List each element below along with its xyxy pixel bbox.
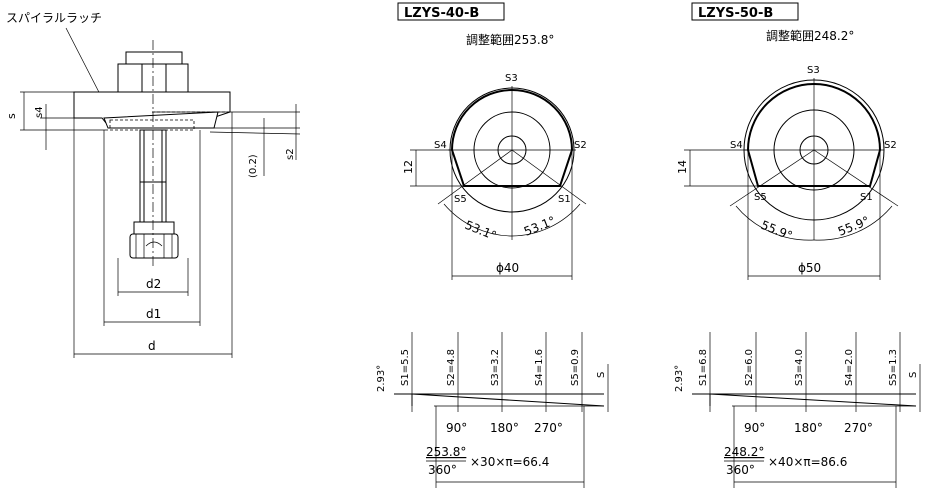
dim-s: s: [5, 113, 18, 119]
model-50-diagram: LZYS-50-B 調整範囲248.2° S3 S4 S2 S5 S1 14 5…: [676, 2, 899, 280]
angle-arc-left: [735, 205, 815, 241]
adjust-range: 調整範囲248.2°: [766, 28, 854, 43]
step-value: S5=1.3: [888, 349, 899, 386]
cam-profile: [746, 83, 882, 187]
label-s5: S5: [754, 192, 767, 203]
dim-s4: s4: [34, 106, 45, 118]
model-40-diagram: LZYS-40-B 調整範囲253.8° S3 S4 S2 S5 S1 12 5…: [397, 2, 587, 280]
nut-top: [125, 51, 183, 65]
dim-d2: d2: [146, 277, 161, 291]
slope-angle: 2.93°: [376, 365, 387, 392]
step-value: S2=6.0: [744, 349, 755, 386]
label-s5: S5: [454, 194, 467, 205]
dim-0-2: (0.2): [248, 154, 259, 178]
dim-d: d: [148, 339, 156, 353]
step-value: S1=5.5: [400, 349, 411, 386]
height-dim: 12: [402, 160, 415, 174]
label-s2: S2: [574, 140, 587, 151]
s-dim: S: [596, 372, 607, 378]
model-label: LZYS-50-B: [698, 6, 773, 21]
model-label-box: [691, 2, 799, 21]
angle-mark: 90°: [744, 421, 765, 435]
step-value: S1=6.8: [698, 349, 709, 386]
slope-angle: 2.93°: [674, 365, 685, 392]
callout-label: スパイラルラッチ: [6, 11, 102, 25]
bolt-head: [129, 233, 179, 259]
step-value: S2=4.8: [446, 349, 457, 386]
step-value: S4=1.6: [534, 349, 545, 386]
angle-right: 53.1°: [522, 214, 558, 239]
dim-s2: s2: [285, 148, 296, 160]
step-value: S3=4.0: [794, 349, 805, 386]
step-value: S3=3.2: [490, 349, 501, 386]
angle-mark: 180°: [490, 421, 519, 435]
rotation-arrow-icon: [145, 241, 163, 247]
dim-d1: d1: [146, 307, 161, 321]
label-s3: S3: [807, 65, 820, 76]
s-dim: S: [908, 372, 919, 378]
angle-right: 55.9°: [836, 214, 872, 239]
angle-arc-left: [443, 203, 513, 237]
label-s4: S4: [730, 140, 743, 151]
diameter-dim: ϕ40: [496, 261, 519, 275]
formula-numerator: 248.2°: [724, 445, 764, 459]
label-s2: S2: [884, 140, 897, 151]
label-s3: S3: [505, 73, 518, 84]
cam-profile: [450, 89, 574, 187]
label-s1: S1: [860, 192, 873, 203]
angle-left: 55.9°: [759, 218, 795, 243]
angle-mark: 270°: [534, 421, 563, 435]
step-value: S4=2.0: [844, 349, 855, 386]
step-value: S5=0.9: [570, 349, 581, 386]
angle-arc-right: [511, 203, 581, 237]
formula-numerator: 253.8°: [426, 445, 466, 459]
label-s4: S4: [434, 140, 447, 151]
model-label-box: [397, 2, 505, 21]
formula-result: ×30×π=66.4: [470, 455, 549, 469]
callout-leader: [65, 27, 105, 103]
adjust-range: 調整範囲253.8°: [466, 32, 554, 47]
height-dim: 14: [676, 160, 689, 174]
label-s1: S1: [558, 194, 571, 205]
angle-arc-right: [813, 205, 893, 241]
diameter-dim: ϕ50: [798, 261, 821, 275]
angle-mark: 270°: [844, 421, 873, 435]
model-label: LZYS-40-B: [404, 6, 479, 21]
formula-result: ×40×π=86.6: [768, 455, 847, 469]
angle-left: 53.1°: [463, 218, 499, 243]
formula-denominator: 360°: [428, 463, 457, 477]
side-view: スパイラルラッチ s s4: [5, 11, 301, 358]
formula-denominator: 360°: [726, 463, 755, 477]
angle-mark: 180°: [794, 421, 823, 435]
angle-mark: 90°: [446, 421, 467, 435]
